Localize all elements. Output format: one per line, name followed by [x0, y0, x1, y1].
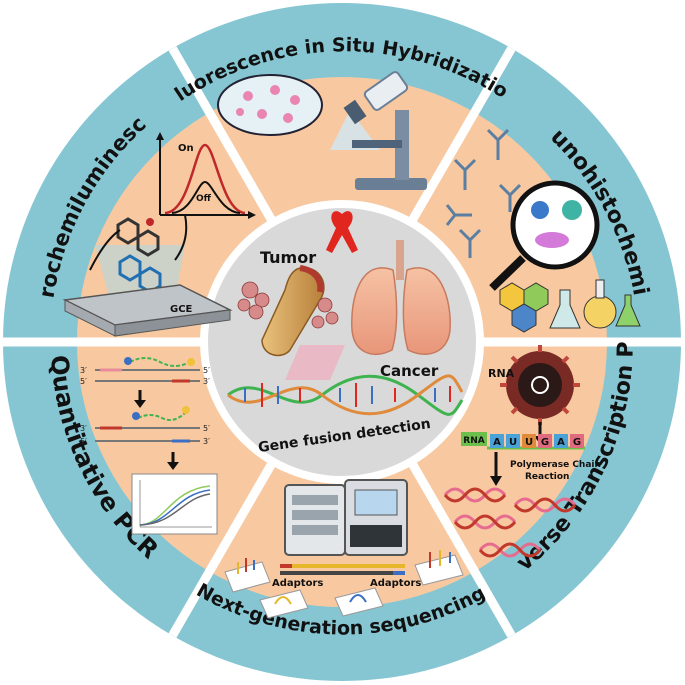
microscope-icon	[343, 71, 427, 190]
rtpcr-panel: RNA RNA A U U G A G Polymerase Chain Rea…	[443, 345, 601, 558]
cell-slide-illustration	[217, 74, 323, 136]
qpcr-prime-8: 3′	[203, 437, 210, 446]
gce-electrode	[62, 284, 233, 337]
lungs-illustration	[351, 240, 451, 355]
base-2: U	[509, 437, 517, 448]
amplification-plot-thumbnail	[131, 473, 218, 535]
base-3: U	[525, 437, 533, 448]
pcr-label-line2: Reaction	[525, 472, 569, 482]
rna-tag-label: RNA	[463, 436, 484, 446]
base-6: G	[573, 437, 581, 448]
adaptor-strands	[280, 564, 405, 575]
qpcr-arrowhead-1-icon	[134, 400, 146, 408]
rna-label: RNA	[488, 367, 515, 380]
ihc-panel	[445, 128, 641, 333]
qpcr-panel: 3′ 5′ 5′ 3′ 3′ 5′ 5′ 3′	[80, 357, 218, 535]
antibody-icons	[445, 128, 522, 258]
ecl-off-label: Off	[196, 194, 212, 204]
base-1: A	[493, 437, 501, 448]
sequencer-icon	[284, 479, 408, 556]
qpcr-prime-5: 3′	[80, 424, 87, 433]
tumor-bone-illustration	[237, 265, 339, 357]
gce-label: GCE	[170, 304, 193, 315]
adaptors-left-label: Adaptors	[272, 578, 323, 589]
flow-cells	[224, 554, 464, 619]
magnifier-icon	[489, 180, 600, 291]
qpcr-prime-6: 5′	[203, 424, 210, 433]
qpcr-prime-2: 5′	[203, 366, 210, 375]
cancer-label: Cancer	[380, 362, 439, 380]
fish-panel	[217, 71, 427, 190]
qpcr-prime-3: 5′	[80, 377, 87, 386]
qpcr-prime-4: 3′	[203, 377, 210, 386]
ecl-curved-arrow-icon	[89, 229, 121, 271]
dna-helices-icon	[443, 487, 577, 558]
base-4: G	[541, 437, 549, 448]
tumor-label: Tumor	[260, 248, 316, 267]
ecl-curved-arrow-2-icon	[174, 214, 188, 261]
ngs-panel: Adaptors Adaptors	[224, 479, 464, 619]
ecl-signal-plot	[156, 132, 256, 219]
qpcr-strands-bottom	[95, 406, 200, 443]
pcr-arrowhead-icon	[490, 476, 502, 486]
rna-bases: A U U G A G	[490, 434, 584, 448]
zoom-highlight	[285, 345, 345, 380]
adaptors-right-label: Adaptors	[370, 578, 421, 589]
ecl-panel: On Off GCE	[62, 132, 256, 337]
rna-tag-box	[461, 432, 487, 446]
qpcr-prime-1: 3′	[80, 366, 87, 375]
molecule-icon	[116, 217, 162, 294]
ecl-on-label: On	[178, 143, 194, 154]
virus-icon	[500, 345, 580, 425]
pcr-label-line1: Polymerase Chain	[510, 460, 601, 470]
sector-dividers	[2, 46, 682, 638]
dna-helix-icon	[227, 374, 464, 416]
fragment-marks	[237, 550, 451, 605]
cancer-ribbon-icon	[326, 211, 358, 253]
base-5: A	[557, 437, 565, 448]
lab-glassware-icons	[499, 279, 641, 333]
qpcr-arrowhead-2-icon	[167, 462, 179, 470]
qpcr-strands-top	[95, 357, 200, 383]
qpcr-prime-7: 5′	[80, 437, 87, 446]
